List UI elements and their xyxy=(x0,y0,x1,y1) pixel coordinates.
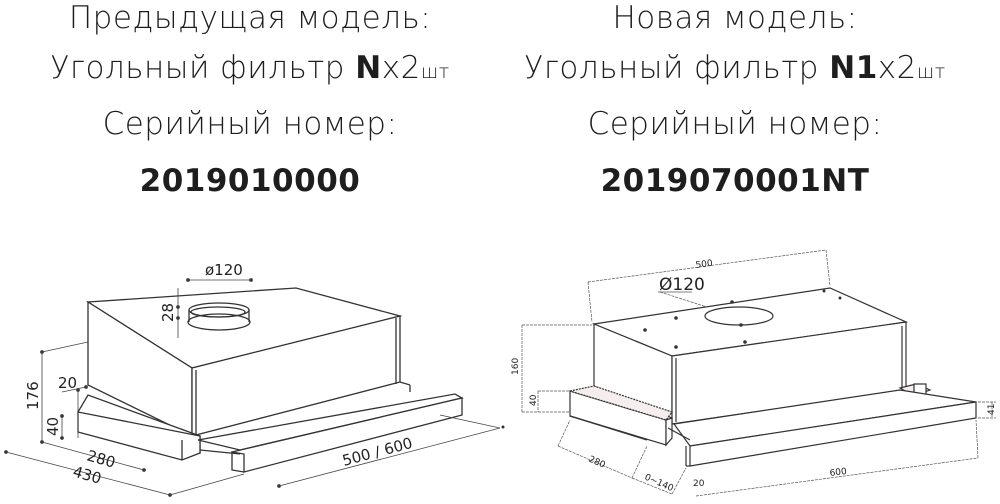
dim-panel-thickness: 20 xyxy=(693,479,705,489)
new-serial-label: Серийный номер: xyxy=(587,106,883,142)
dim-top-width: 500 xyxy=(695,259,714,271)
dim-duct-diameter: Ø120 xyxy=(659,275,705,295)
filter-code: N1 xyxy=(829,50,878,86)
dim-panel-height: 41 xyxy=(987,404,997,415)
dim-duct-diameter: ø120 xyxy=(205,261,243,279)
new-model-heading: Новая модель: xyxy=(612,0,858,36)
dim-panel-height: 40 xyxy=(44,417,62,436)
filter-label: Угольный фильтр xyxy=(50,50,356,86)
new-model-filter: Угольный фильтр N1x2шт xyxy=(500,42,970,98)
hood-drawing-old: ø120 28 176 20 40 280 430 500 / 600 xyxy=(4,261,501,497)
filter-multiplier: x2 xyxy=(877,50,917,86)
dim-total-height: 160 xyxy=(511,358,521,375)
previous-model-drawing: ø120 28 176 20 40 280 430 500 / 600 xyxy=(0,240,501,500)
dim-base-height: 40 xyxy=(529,394,539,406)
hood-drawing-new: 500 Ø120 160 40 280 0~140 20 600 41 xyxy=(501,249,997,497)
previous-serial-label: Серийный номер: xyxy=(102,106,398,142)
new-serial-number: 2019070001NT xyxy=(600,163,870,199)
previous-model-filter: Угольный фильтр Nx2шт xyxy=(0,42,500,98)
filter-unit: шт xyxy=(916,61,946,83)
new-model-drawing: 500 Ø120 160 40 280 0~140 20 600 41 xyxy=(500,240,1000,500)
dim-duct-height: 28 xyxy=(159,303,177,322)
previous-model-heading: Предыдущая модель: xyxy=(68,0,432,36)
dim-panel-offset: 20 xyxy=(58,374,77,392)
marker-dot xyxy=(501,425,505,429)
dim-panel-width: 600 xyxy=(829,467,848,479)
filter-multiplier: x2 xyxy=(381,50,421,86)
filter-code: N xyxy=(355,50,382,86)
dim-depth: 280 xyxy=(587,455,607,471)
previous-serial-number: 2019010000 xyxy=(139,163,361,199)
filter-label: Угольный фильтр xyxy=(524,50,830,86)
filter-unit: шт xyxy=(420,61,450,83)
dim-total-height: 176 xyxy=(24,381,42,410)
dim-extension: 0~140 xyxy=(643,473,675,495)
